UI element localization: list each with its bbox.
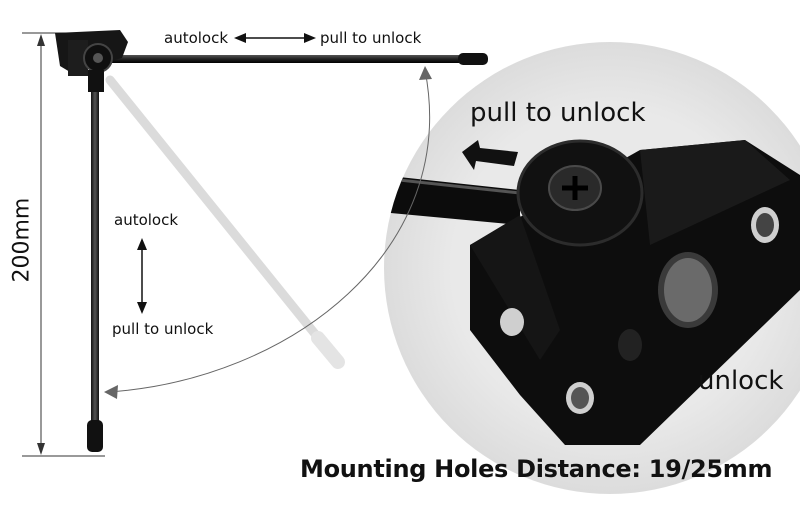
pull-direction-arrow <box>462 140 518 170</box>
mid-autolock-label: autolock <box>114 211 179 229</box>
vertical-leg <box>87 70 103 452</box>
mount-bracket <box>55 30 128 92</box>
horizontal-arm <box>110 53 488 65</box>
faded-leg <box>105 75 345 369</box>
height-dimension-label: 200mm <box>9 197 35 283</box>
swing-arc <box>107 69 431 393</box>
zoom-pull-to-unlock-label: pull to unlock <box>470 98 646 128</box>
mounting-holes-caption: Mounting Holes Distance: 19/25mm <box>300 455 773 483</box>
zoomed-bracket <box>384 139 800 445</box>
arc-arrow-bottom <box>104 385 118 399</box>
arc-arrow-top <box>419 66 432 80</box>
mid-double-arrow <box>137 238 147 314</box>
mid-pull-to-unlock-label: pull to unlock <box>112 320 214 338</box>
zoom-unlock-label: unlock <box>698 366 784 396</box>
top-autolock-label: autolock <box>164 29 229 47</box>
top-pull-to-unlock-label: pull to unlock <box>320 29 422 47</box>
top-double-arrow <box>234 33 316 43</box>
